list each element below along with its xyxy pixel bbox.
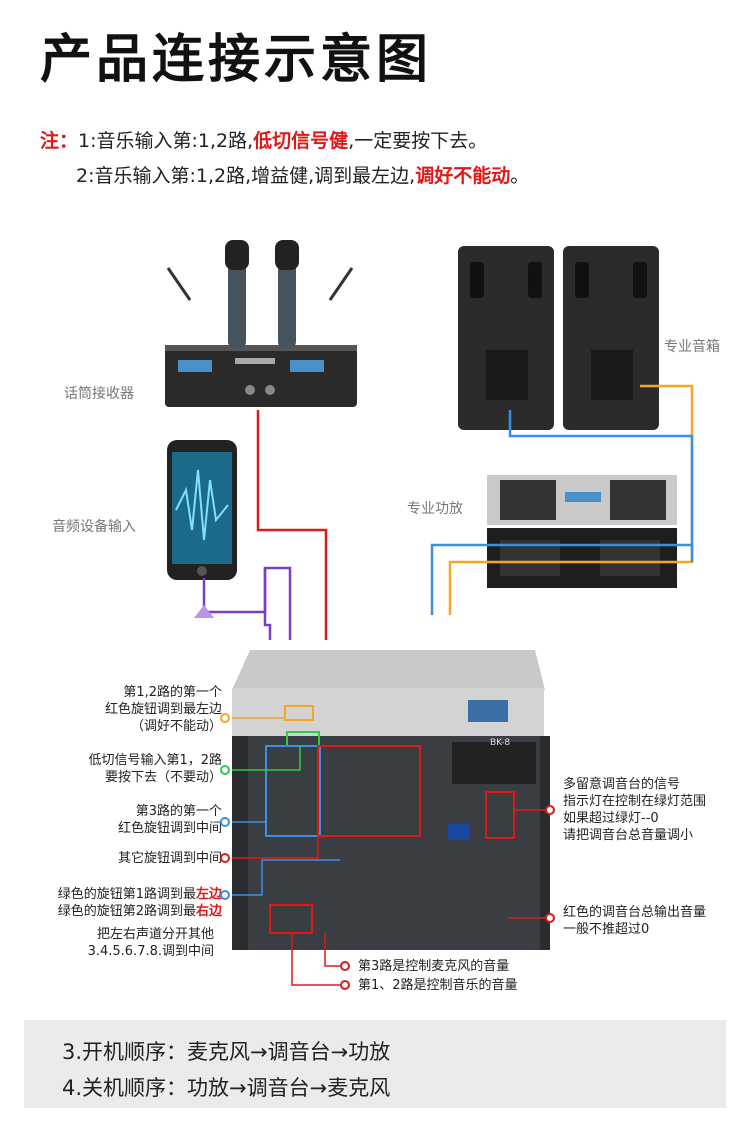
annotation-mic-volume: 第3路是控制麦克风的音量	[358, 958, 509, 975]
marker-dot-blue-2	[220, 890, 230, 900]
power-amplifier	[487, 475, 677, 588]
annotation-music-volume: 第1、2路是控制音乐的音量	[358, 977, 518, 994]
power-sequence-panel: 3.开机顺序：麦克风→调音台→功放 4.关机顺序：功放→调音台→麦克风	[24, 1020, 726, 1108]
smartphone	[167, 440, 237, 580]
mixer-model-label: BK-8	[490, 738, 510, 748]
marker-dot-red-ch12	[340, 980, 350, 990]
speaker-left	[458, 246, 554, 430]
annotation-gain: 第1,2路的第一个 红色旋钮调到最左边 （调好不能动）	[105, 684, 222, 735]
annotation-green-knobs: 绿色的旋钮第1路调到最左边 绿色的旋钮第2路调到最右边	[58, 886, 222, 920]
annotation-pan: 把左右声道分开其他 3.4.5.6.7.8.调到中间	[88, 926, 214, 960]
receiver-label: 话筒接收器	[64, 383, 134, 403]
annotation-signal-meter: 多留意调音台的信号 指示灯在控制在绿灯范围 如果超过绿灯--0 请把调音台总音量…	[563, 776, 706, 844]
power-off-sequence: 4.关机顺序：功放→调音台→麦克风	[62, 1072, 390, 1102]
marker-dot-red-master	[545, 913, 555, 923]
marker-dot-red-ch3	[340, 961, 350, 971]
speakers-label: 专业音箱	[664, 336, 720, 356]
phone-label: 音频设备输入	[52, 516, 136, 536]
power-on-sequence: 3.开机顺序：麦克风→调音台→功放	[62, 1036, 390, 1066]
speaker-right	[563, 246, 659, 430]
annotation-lowcut: 低切信号输入第1，2路 要按下去（不要动）	[88, 752, 222, 786]
marker-dot-red-meter	[545, 805, 555, 815]
annotation-master-volume: 红色的调音台总输出音量 一般不推超过0	[563, 904, 706, 938]
amp-label: 专业功放	[407, 498, 463, 518]
marker-dot-blue	[220, 817, 230, 827]
microphone-1	[225, 240, 249, 348]
marker-dot-orange	[220, 713, 230, 723]
marker-dot-green	[220, 765, 230, 775]
microphone-2	[275, 240, 299, 348]
annotation-other-knobs: 其它旋钮调到中间	[118, 850, 222, 867]
marker-dot-red	[220, 853, 230, 863]
wireless-receiver	[165, 268, 357, 407]
annotation-channel-3: 第3路的第一个 红色旋钮调到中间	[118, 803, 222, 837]
